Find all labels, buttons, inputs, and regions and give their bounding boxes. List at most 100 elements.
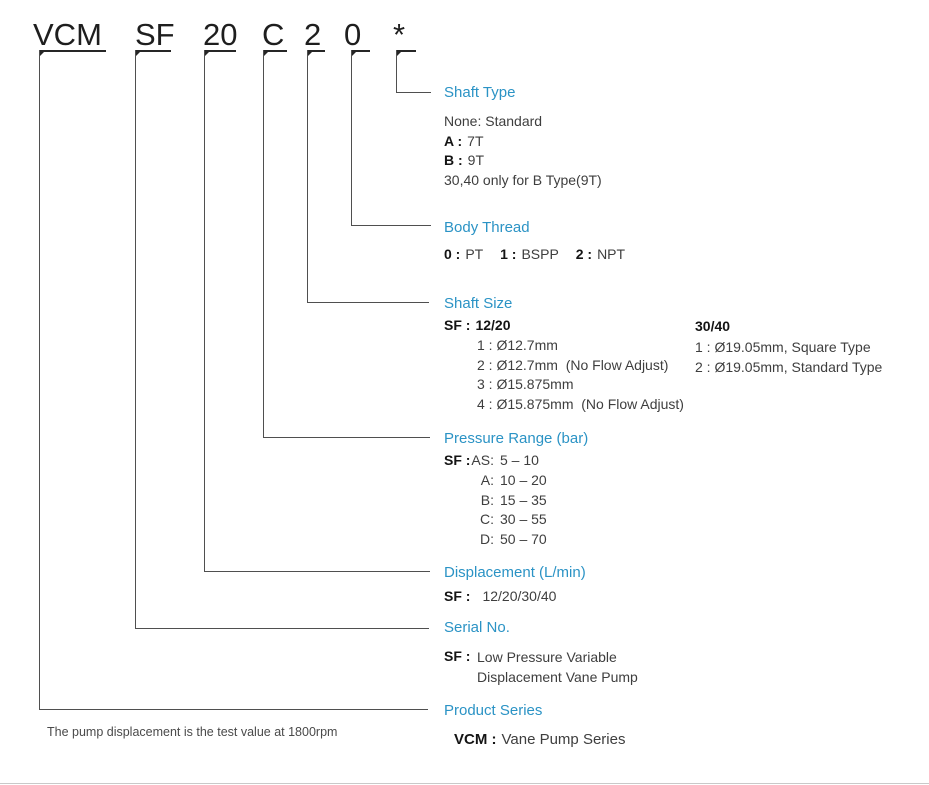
- leader-vertical-shaft-type: [396, 50, 397, 92]
- body-thread-option-1: 1 :BSPP: [500, 246, 559, 262]
- code-segment-shaft-type: *: [393, 17, 406, 52]
- pressure-row: D: 50 – 70: [468, 530, 547, 550]
- bracket-corner: [351, 50, 358, 57]
- bracket-top-line: [39, 50, 106, 52]
- leader-horizontal-serial: [135, 628, 429, 629]
- leader-horizontal-shaft-type: [396, 92, 431, 93]
- product-series-value: Vane Pump Series: [501, 731, 626, 748]
- bracket-corner: [396, 50, 403, 57]
- sf-key: SF :: [444, 588, 471, 604]
- bracket-top-line: [351, 50, 370, 52]
- bracket-corner: [204, 50, 211, 57]
- shaft-size-group2-items: 1 : Ø19.05mm, Square Type 2 : Ø19.05mm, …: [695, 337, 882, 377]
- shaft-type-content: None: Standard A :7T B :9T 30,40 only fo…: [444, 112, 602, 190]
- pressure-row: A: 10 – 20: [468, 471, 547, 491]
- option-key: B :: [444, 152, 463, 169]
- option-value: BSPP: [521, 246, 559, 262]
- shaft-size-group1-items: 1 : Ø12.7mm 2 : Ø12.7mm (No Flow Adjust)…: [477, 336, 684, 414]
- pressure-value: 10 – 20: [500, 471, 547, 488]
- pressure-row: B: 15 – 35: [468, 491, 547, 511]
- code-segment-series: VCM: [33, 17, 102, 52]
- option-value: NPT: [597, 246, 626, 262]
- pressure-row: C: 30 – 55: [468, 510, 547, 530]
- pressure-key: B:: [480, 491, 494, 508]
- serial-no-value: Low Pressure Variable Displacement Vane …: [477, 647, 638, 687]
- bracket-top-line: [396, 50, 416, 52]
- code-segment-shaft-size: 2: [304, 17, 322, 52]
- option-key: A :: [444, 132, 463, 149]
- section-title-serial-no: Serial No.: [444, 619, 510, 636]
- bracket-top-line: [135, 50, 171, 52]
- pressure-value: 5 – 10: [500, 452, 539, 468]
- shaft-size-item: 4 : Ø15.875mm (No Flow Adjust): [477, 395, 684, 412]
- leader-vertical-series: [39, 50, 40, 709]
- leader-horizontal-pressure: [263, 437, 430, 438]
- footnote: The pump displacement is the test value …: [47, 725, 338, 739]
- bracket-corner: [135, 50, 142, 57]
- sf-key: SF :: [444, 317, 471, 333]
- option-key: 0 :: [444, 246, 461, 262]
- sf-key: SF :: [444, 648, 471, 664]
- leader-horizontal-product: [39, 709, 428, 710]
- pressure-range-rows: AS:5 – 10 A:10 – 20 B:15 – 35 C:30 – 55 …: [468, 451, 547, 550]
- code-segment-displacement: 20: [203, 17, 238, 52]
- shaft-size-item: 3 : Ø15.875mm: [477, 376, 574, 393]
- shaft-type-option-a: A :7T: [444, 132, 602, 152]
- pressure-key: AS:: [471, 452, 494, 468]
- section-title-body-thread: Body Thread: [444, 219, 530, 236]
- leader-vertical-displacement: [204, 50, 205, 571]
- option-value: 9T: [467, 152, 485, 169]
- shaft-size-item: 2 : Ø12.7mm (No Flow Adjust): [477, 356, 669, 373]
- sf-key: SF :: [444, 452, 471, 468]
- code-segment-serial: SF: [135, 17, 175, 52]
- shaft-type-option-b: B :9T: [444, 151, 602, 171]
- code-segment-body-thread: 0: [344, 17, 362, 52]
- shaft-size-item: 2 : Ø19.05mm, Standard Type: [695, 359, 883, 375]
- leader-horizontal-body-thread: [351, 225, 431, 226]
- product-series-key: VCM :: [454, 731, 497, 748]
- pressure-value: 50 – 70: [500, 531, 547, 548]
- pressure-value: 15 – 35: [500, 491, 547, 508]
- displacement-row: SF : 12/20/30/40: [444, 587, 556, 607]
- bracket-corner: [263, 50, 270, 57]
- option-key: 2 :: [575, 246, 593, 262]
- leader-horizontal-shaft-size: [307, 302, 429, 303]
- body-thread-content: 0 :PT 1 :BSPP 2 :NPT: [444, 245, 625, 265]
- leader-vertical-shaft-size: [307, 50, 308, 302]
- body-thread-option-2: 2 :NPT: [576, 246, 625, 262]
- pressure-key: A:: [480, 471, 494, 488]
- bracket-top-line: [263, 50, 287, 52]
- leader-horizontal-displacement: [204, 571, 430, 572]
- section-title-pressure-range: Pressure Range (bar): [444, 430, 589, 447]
- leader-vertical-serial: [135, 50, 136, 628]
- pressure-key: D:: [480, 531, 494, 548]
- shaft-size-group1-name: 12/20: [475, 317, 511, 333]
- section-title-product-series: Product Series: [444, 702, 543, 719]
- pressure-key: C:: [480, 511, 494, 528]
- body-thread-option-0: 0 :PT: [444, 246, 483, 262]
- displacement-value: 12/20/30/40: [482, 588, 557, 604]
- leader-vertical-pressure: [263, 50, 264, 437]
- section-title-shaft-type: Shaft Type: [444, 84, 516, 101]
- product-series-row: VCM :Vane Pump Series: [454, 730, 625, 749]
- shaft-type-note: 30,40 only for B Type(9T): [444, 171, 602, 188]
- section-title-displacement: Displacement (L/min): [444, 564, 586, 581]
- serial-no-line1: Low Pressure Variable: [477, 649, 617, 665]
- shaft-size-sf-row: SF :12/20: [444, 316, 511, 336]
- section-title-shaft-size: Shaft Size: [444, 295, 513, 312]
- pressure-row: AS: 5 – 10: [468, 451, 547, 471]
- bracket-top-line: [307, 50, 325, 52]
- shaft-type-none-line: None: Standard: [444, 113, 543, 129]
- code-segment-pressure: C: [262, 17, 285, 52]
- shaft-size-item: 1 : Ø19.05mm, Square Type: [695, 339, 871, 355]
- pressure-value: 30 – 55: [500, 511, 547, 528]
- shaft-size-group2-name: 30/40: [695, 318, 731, 334]
- serial-no-line2: Displacement Vane Pump: [477, 669, 638, 685]
- bracket-corner: [39, 50, 46, 57]
- bracket-top-line: [204, 50, 236, 52]
- option-key: 1 :: [500, 246, 517, 262]
- option-value: 7T: [467, 132, 484, 149]
- shaft-size-item: 1 : Ø12.7mm: [477, 337, 558, 353]
- option-value: PT: [465, 246, 484, 262]
